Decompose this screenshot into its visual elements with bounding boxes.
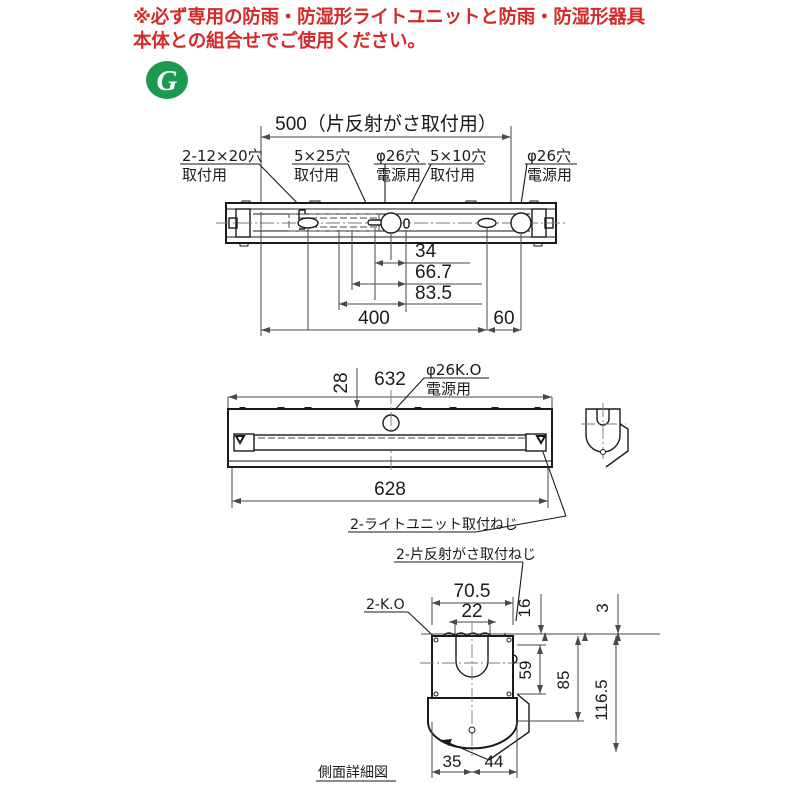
callout-phi26-ko-power: φ26K.O 電源用: [390, 361, 489, 415]
svg-text:取付用: 取付用: [430, 166, 475, 184]
svg-text:400: 400: [358, 308, 390, 329]
detail-view-caption: 側面詳細図: [316, 765, 396, 782]
svg-text:G: G: [157, 65, 178, 97]
svg-text:22: 22: [461, 601, 482, 622]
side-detail-view: 2-片反射がさ取付ねじ 2-K.O 70.5 22: [316, 547, 660, 782]
svg-text:66.7: 66.7: [415, 262, 452, 283]
note-light-unit-screw: 2-ライトユニット取付ねじ: [348, 451, 567, 533]
callout-5x10-hole: 5×10穴 取付用: [405, 147, 486, 214]
svg-text:取付用: 取付用: [182, 166, 227, 184]
dim-632: 632: [227, 369, 553, 408]
svg-text:35: 35: [443, 752, 462, 771]
svg-text:628: 628: [374, 479, 406, 500]
svg-text:2-K.O: 2-K.O: [366, 597, 405, 613]
callout-reflector-screw: 2-片反射がさ取付ねじ: [394, 547, 536, 622]
callout-5x25-hole: 5×25穴 取付用: [292, 147, 373, 217]
dim-28-label: 28: [331, 372, 352, 393]
svg-text:φ26穴: φ26穴: [527, 147, 571, 165]
dim-44: 44: [472, 722, 518, 778]
dim-632-label: 632: [374, 369, 406, 390]
svg-text:44: 44: [485, 752, 504, 771]
svg-text:60: 60: [493, 308, 514, 329]
svg-text:電源用: 電源用: [426, 380, 471, 398]
side-end-view: [581, 403, 629, 468]
dim-116-5: 116.5: [592, 636, 619, 752]
dim-16: [538, 594, 544, 634]
dim-3: [615, 594, 621, 634]
svg-text:側面詳細図: 側面詳細図: [318, 765, 388, 781]
dim-500-label: 500（片反射がさ取付用）: [275, 113, 497, 135]
dim-66-7: 66.7: [351, 230, 482, 290]
svg-text:φ26K.O: φ26K.O: [426, 361, 481, 379]
dim-83-5: 83.5: [338, 230, 482, 310]
svg-text:34: 34: [415, 241, 437, 262]
warning-text: ※必ず専用の防雨・防湿形ライトユニットと防雨・防湿形器具 本体との組合せでご使用…: [133, 7, 645, 53]
detail-section-body: [420, 622, 530, 761]
dim-59: 59: [516, 644, 546, 695]
dim-400: 400: [260, 212, 487, 336]
dim-628: 628: [231, 467, 549, 508]
dim-60: 60: [487, 308, 521, 333]
svg-text:59: 59: [516, 661, 535, 680]
front-view: 28 632 φ26K.O 電源用: [227, 361, 567, 533]
callout-phi26-power-center: φ26穴 電源用: [374, 147, 426, 212]
callout-12x20-hole: 2-12×20穴 取付用: [180, 147, 306, 212]
dim-500: 500（片反射がさ取付用）: [260, 113, 512, 212]
svg-text:2-12×20穴: 2-12×20穴: [182, 147, 263, 165]
svg-text:電源用: 電源用: [376, 166, 421, 184]
dim-16-label: 16: [515, 599, 534, 618]
svg-text:5×25穴: 5×25穴: [294, 147, 350, 165]
dim-3-label: 3: [593, 603, 612, 612]
dim-35: 35: [431, 722, 472, 778]
dim-70-5: 70.5: [431, 581, 514, 625]
svg-text:85: 85: [554, 671, 573, 690]
svg-text:2-ライトユニット取付ねじ: 2-ライトユニット取付ねじ: [350, 517, 518, 533]
dim-85: 85: [517, 636, 584, 722]
dim-34: 34: [375, 241, 470, 266]
svg-text:取付用: 取付用: [294, 166, 339, 184]
svg-text:83.5: 83.5: [415, 283, 452, 304]
top-view-extension-lines: [307, 228, 522, 330]
dim-22: 22: [449, 601, 496, 638]
g-mark-logo: G: [145, 58, 189, 102]
svg-text:116.5: 116.5: [592, 679, 611, 720]
svg-text:5×10穴: 5×10穴: [430, 147, 486, 165]
svg-text:2-片反射がさ取付ねじ: 2-片反射がさ取付ねじ: [396, 547, 536, 563]
front-view-body: [227, 390, 553, 472]
svg-text:70.5: 70.5: [454, 581, 491, 602]
svg-text:電源用: 電源用: [527, 166, 572, 184]
callout-phi26-power-right: φ26穴 電源用: [519, 147, 577, 212]
svg-text:φ26穴: φ26穴: [376, 147, 420, 165]
top-view: 500（片反射がさ取付用） 2-12×20穴 取付用 5×25穴 取付用 φ26…: [180, 113, 577, 336]
